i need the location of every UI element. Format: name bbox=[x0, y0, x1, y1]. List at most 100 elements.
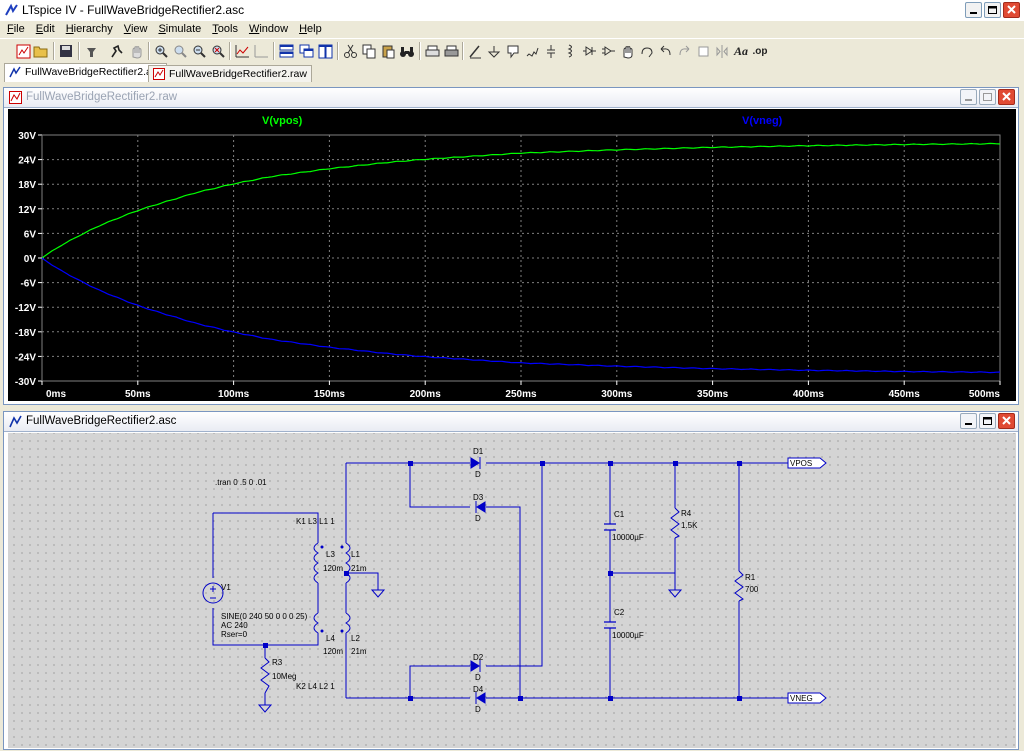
menu-edit[interactable]: Edit bbox=[35, 23, 55, 35]
run-icon[interactable] bbox=[107, 42, 125, 60]
tile-horizontal-icon[interactable] bbox=[277, 42, 295, 60]
y-tick-label: -12V bbox=[15, 303, 36, 314]
menu-help[interactable]: Help bbox=[299, 23, 322, 35]
capacitor-icon[interactable] bbox=[542, 42, 560, 60]
inductor-l1[interactable] bbox=[345, 542, 351, 584]
print-icon[interactable] bbox=[442, 42, 460, 60]
menu-simulate[interactable]: Simulate bbox=[158, 23, 202, 35]
wire-icon[interactable] bbox=[466, 42, 484, 60]
maximize-button[interactable] bbox=[984, 2, 1001, 18]
autorange-icon[interactable] bbox=[233, 42, 251, 60]
zoom-cancel-icon[interactable] bbox=[209, 42, 227, 60]
inductor-l4[interactable] bbox=[313, 612, 319, 634]
l2-value: 21m bbox=[351, 647, 367, 656]
diode-d4[interactable] bbox=[475, 692, 486, 704]
move-icon[interactable] bbox=[618, 42, 636, 60]
d1-name: D1 bbox=[473, 447, 484, 456]
copy-icon[interactable] bbox=[360, 42, 378, 60]
inductor-l3[interactable] bbox=[313, 542, 319, 584]
redo-icon[interactable] bbox=[675, 42, 693, 60]
close-button[interactable] bbox=[1003, 2, 1020, 18]
resistor-r1[interactable] bbox=[734, 570, 744, 602]
schematic-diagram[interactable]: .tran 0 .5 0 .01 K1 L3 L1 1 K2 L4 L2 1 V… bbox=[8, 433, 1016, 748]
schematic-canvas[interactable]: .tran 0 .5 0 .01 K1 L3 L1 1 K2 L4 L2 1 V… bbox=[8, 433, 1016, 748]
wires[interactable] bbox=[212, 462, 788, 705]
net-label-vpos[interactable] bbox=[787, 457, 827, 469]
save-icon[interactable] bbox=[57, 42, 75, 60]
tile-vertical-icon[interactable] bbox=[316, 42, 334, 60]
text-icon[interactable]: Aa bbox=[733, 43, 748, 58]
halt-icon[interactable] bbox=[127, 42, 145, 60]
tab-schematic[interactable]: FullWaveBridgeRectifier2.asc bbox=[4, 63, 168, 82]
d2-name: D2 bbox=[473, 653, 484, 662]
tab-waveform[interactable]: FullWaveBridgeRectifier2.raw bbox=[148, 65, 312, 82]
close-icon bbox=[1002, 416, 1011, 425]
r4-name: R4 bbox=[681, 509, 692, 518]
diode-d1[interactable] bbox=[470, 457, 481, 469]
ground-icon[interactable] bbox=[485, 42, 503, 60]
mirror-icon[interactable] bbox=[713, 42, 731, 60]
waveform-maximize-button[interactable] bbox=[979, 89, 996, 105]
waveform-minimize-button[interactable] bbox=[960, 89, 977, 105]
resistor-r4[interactable] bbox=[670, 507, 680, 539]
diode-d2[interactable] bbox=[470, 660, 481, 672]
schematic-maximize-button[interactable] bbox=[979, 413, 996, 429]
menu-window[interactable]: Window bbox=[248, 23, 289, 35]
r3-name: R3 bbox=[272, 658, 283, 667]
schematic-close-button[interactable] bbox=[998, 413, 1015, 429]
close-icon bbox=[1002, 92, 1011, 101]
control-panel-icon[interactable] bbox=[82, 42, 100, 60]
ground-symbol bbox=[257, 704, 273, 713]
voltage-source-v1[interactable] bbox=[202, 582, 224, 604]
rotate-icon[interactable] bbox=[694, 42, 712, 60]
menu-hierarchy[interactable]: Hierarchy bbox=[65, 23, 113, 35]
x-tick-label: 50ms bbox=[125, 389, 151, 400]
undo-icon[interactable] bbox=[656, 42, 674, 60]
l1-value: 21m bbox=[351, 564, 367, 573]
menu-view[interactable]: View bbox=[123, 23, 148, 35]
cut-icon[interactable] bbox=[341, 42, 359, 60]
coupling-k1[interactable]: K1 L3 L1 1 bbox=[296, 517, 335, 526]
cascade-icon[interactable] bbox=[297, 42, 315, 60]
zoom-fit-icon[interactable] bbox=[171, 42, 189, 60]
inductor-icon[interactable] bbox=[561, 42, 579, 60]
diode-icon[interactable] bbox=[580, 42, 598, 60]
c2-value: 10000µF bbox=[612, 631, 644, 640]
component-icon[interactable] bbox=[599, 42, 617, 60]
minimize-button[interactable] bbox=[965, 2, 982, 18]
ground-symbol bbox=[370, 589, 386, 598]
new-schematic-icon[interactable] bbox=[14, 42, 32, 60]
print-setup-icon[interactable] bbox=[423, 42, 441, 60]
spice-directive[interactable]: .tran 0 .5 0 .01 bbox=[215, 478, 267, 487]
resistor-icon[interactable] bbox=[523, 42, 541, 60]
menu-tools[interactable]: Tools bbox=[212, 23, 238, 35]
coupling-k2[interactable]: K2 L4 L2 1 bbox=[296, 682, 335, 691]
inductor-l2[interactable] bbox=[345, 612, 351, 634]
y-tick-label: -30V bbox=[15, 377, 36, 388]
maximize-icon bbox=[983, 417, 992, 425]
capacitor-c1[interactable] bbox=[604, 523, 616, 531]
paste-icon[interactable] bbox=[379, 42, 397, 60]
tab-label: FullWaveBridgeRectifier2.raw bbox=[169, 68, 307, 80]
document-tabs: FullWaveBridgeRectifier2.asc FullWaveBri… bbox=[0, 63, 1024, 82]
label-icon[interactable] bbox=[504, 42, 522, 60]
menu-file[interactable]: File bbox=[7, 23, 25, 35]
waveform-close-button[interactable] bbox=[998, 89, 1015, 105]
schematic-minimize-button[interactable] bbox=[960, 413, 977, 429]
open-icon[interactable] bbox=[32, 42, 50, 60]
diode-d3[interactable] bbox=[475, 501, 486, 513]
spice-directive-icon[interactable]: .op bbox=[752, 45, 768, 57]
minimize-icon bbox=[970, 12, 977, 14]
capacitor-c2[interactable] bbox=[604, 621, 616, 629]
clear-icon[interactable] bbox=[252, 42, 270, 60]
find-icon[interactable] bbox=[398, 42, 416, 60]
drag-icon[interactable] bbox=[637, 42, 655, 60]
net-label-vneg[interactable] bbox=[787, 692, 827, 704]
zoom-in-icon[interactable] bbox=[152, 42, 170, 60]
resistor-r3[interactable] bbox=[260, 657, 270, 694]
zoom-out-icon[interactable] bbox=[190, 42, 208, 60]
menu-bar: File Edit Hierarchy View Simulate Tools Window… bbox=[0, 21, 1024, 38]
r3-value: 10Meg bbox=[272, 672, 296, 681]
